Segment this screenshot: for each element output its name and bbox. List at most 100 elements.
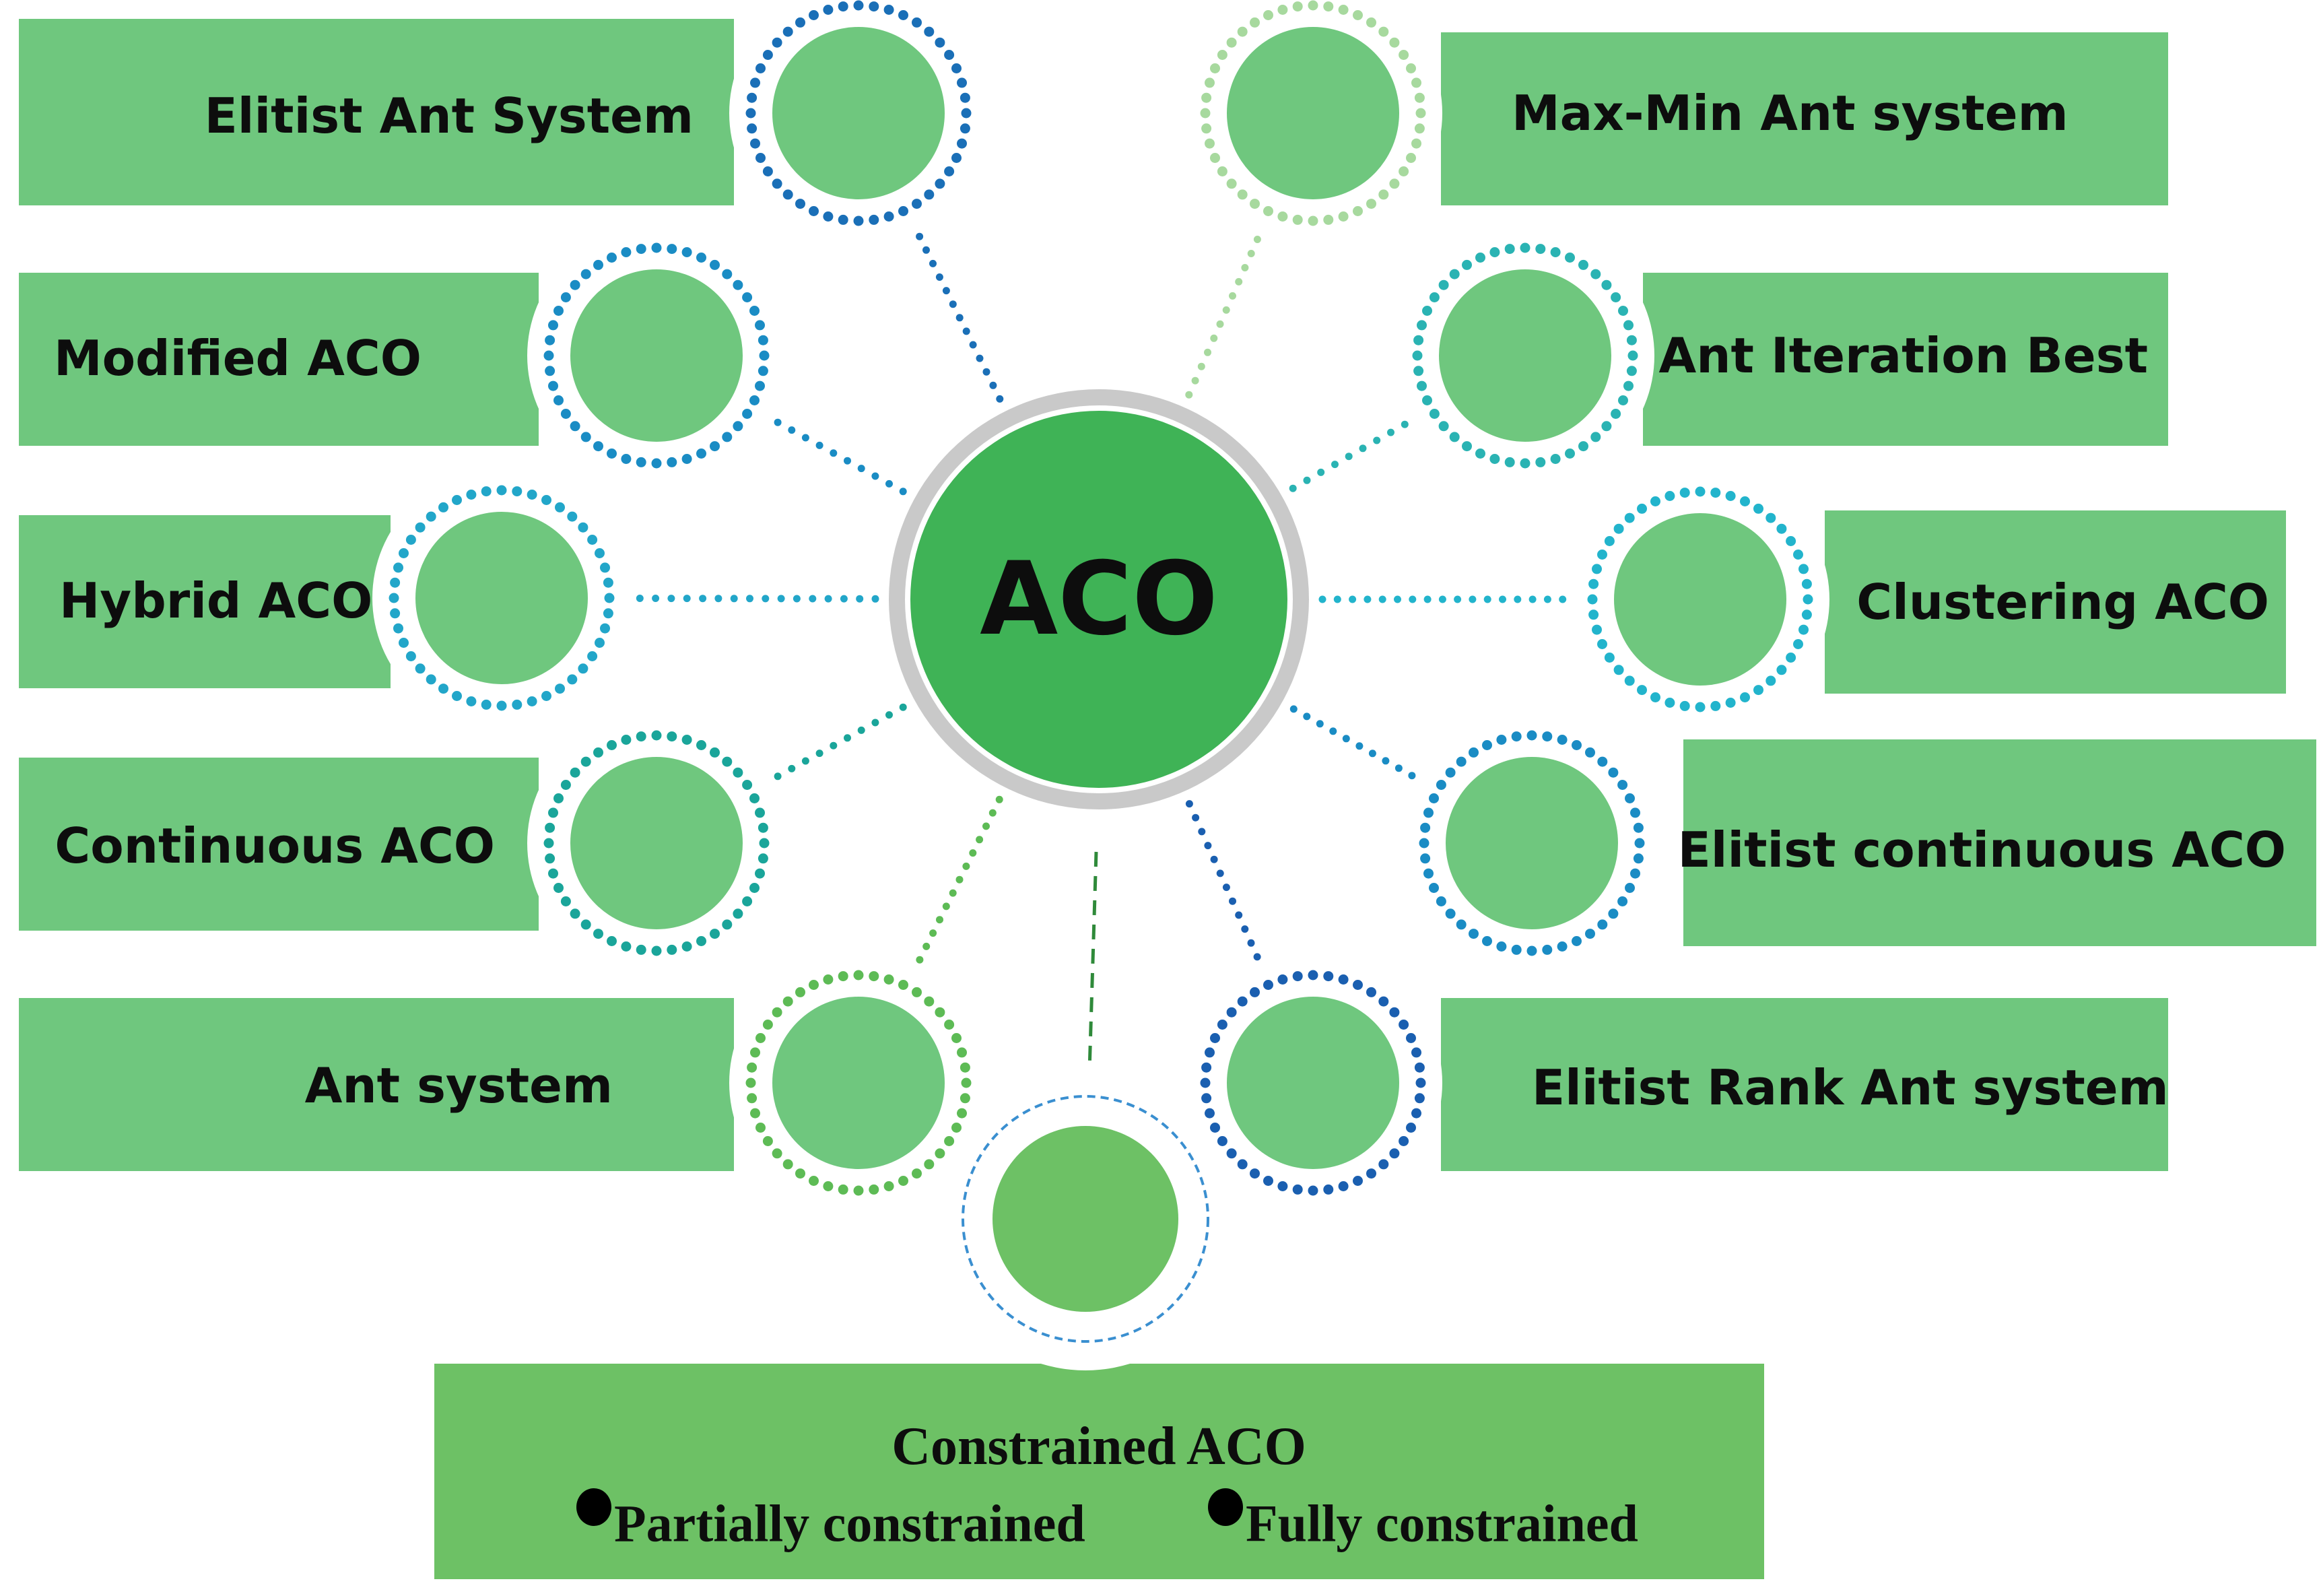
ring-dot	[710, 259, 720, 270]
ring-dot	[1438, 279, 1449, 290]
ring-dot	[944, 1020, 955, 1030]
ring-dot	[1475, 448, 1485, 459]
ring-dot	[667, 731, 677, 742]
connector-dot	[699, 595, 707, 603]
ring-dot	[555, 502, 565, 512]
ring-dot	[595, 638, 605, 648]
ring-dot	[1338, 974, 1349, 985]
ring-dot	[823, 1181, 834, 1191]
ring-dot	[1592, 624, 1602, 635]
connector-dot	[1368, 750, 1376, 758]
ring-dot	[1710, 700, 1721, 711]
ring-dot	[1366, 1168, 1376, 1179]
ring-dot	[935, 1007, 945, 1018]
ring-dot	[755, 1123, 766, 1133]
node-circle-max-min-ant-system	[1227, 27, 1399, 199]
ring-dot	[1323, 1184, 1334, 1195]
ring-dot	[944, 50, 955, 60]
ring-dot	[782, 1159, 793, 1170]
ring-dot	[1445, 908, 1456, 919]
connector-dot	[949, 300, 957, 308]
ring-dot	[696, 448, 706, 459]
ring-dot	[750, 1047, 760, 1058]
connector-dot	[982, 822, 990, 830]
ring-dot	[438, 502, 448, 512]
ring-dot	[1414, 92, 1425, 103]
ring-dot	[1765, 512, 1776, 523]
connector-dot	[1210, 334, 1218, 342]
ring-dot	[1542, 731, 1553, 742]
ring-dot	[1637, 503, 1647, 514]
connector-dot	[1216, 320, 1224, 328]
ring-dot	[621, 247, 632, 257]
ring-dot	[1725, 698, 1736, 708]
ring-dot	[560, 292, 571, 302]
bullet-icon	[1208, 1488, 1243, 1526]
ring-dot	[750, 138, 760, 149]
ring-dot	[1323, 971, 1334, 982]
connector-dot	[885, 711, 893, 719]
ring-dot	[636, 731, 646, 742]
connector-dot	[815, 750, 823, 758]
ring-dot	[747, 123, 758, 134]
ring-dot	[898, 206, 908, 216]
ring-dot	[838, 1, 848, 12]
connector-dot	[899, 703, 907, 711]
ring-dot	[1679, 700, 1690, 711]
ring-dot	[1277, 211, 1288, 222]
ring-dot	[960, 1093, 970, 1104]
ring-dot	[1601, 421, 1612, 432]
connector-dot	[857, 465, 865, 473]
node-circle-continuous-aco	[570, 757, 743, 929]
ring-dot	[1626, 335, 1637, 345]
connector-dot	[1514, 595, 1522, 603]
ring-dot	[1226, 37, 1237, 48]
ring-dot	[696, 740, 706, 750]
ring-dot	[1436, 896, 1446, 906]
ring-dot	[1353, 206, 1363, 216]
ring-dot	[960, 123, 970, 134]
ring-dot	[1624, 675, 1635, 686]
connector-dot	[1387, 428, 1394, 436]
node-ring-clustering-aco	[1587, 486, 1813, 712]
ring-dot	[1411, 77, 1421, 88]
ring-dot	[600, 623, 610, 634]
ring-dot	[1406, 153, 1416, 163]
ring-dot	[742, 409, 753, 419]
ring-dot	[1587, 594, 1598, 605]
connector-dot	[1394, 764, 1403, 772]
connector-dot	[1229, 897, 1236, 905]
center-node: ACO	[889, 389, 1309, 809]
ring-dot	[1226, 1148, 1237, 1159]
ring-dot	[1378, 1159, 1389, 1170]
ring-dot	[838, 971, 848, 982]
ring-dot	[1511, 944, 1522, 955]
connector-dot	[955, 314, 964, 322]
ring-dot	[838, 214, 848, 225]
ring-dot	[595, 548, 605, 558]
ring-dot	[944, 1136, 955, 1146]
ring-dot	[759, 838, 770, 849]
ring-dot	[1411, 138, 1421, 149]
ring-dot	[1201, 1093, 1212, 1104]
ring-dot	[600, 562, 610, 573]
connector-dot	[1316, 720, 1324, 728]
connector-dot	[824, 595, 832, 603]
ring-dot	[853, 970, 864, 980]
connector-dot	[1192, 813, 1200, 822]
connector-dot	[899, 488, 907, 496]
ring-dot	[1624, 512, 1635, 523]
ring-dot	[1578, 259, 1588, 270]
connector-dot	[793, 595, 801, 603]
ring-dot	[1414, 1093, 1425, 1104]
ring-dot	[951, 1123, 962, 1133]
ring-dot	[883, 974, 894, 985]
ring-dot	[1585, 747, 1595, 758]
ring-dot	[389, 593, 399, 603]
ring-dot	[745, 1077, 756, 1088]
ring-dot	[1417, 380, 1427, 391]
ring-dot	[1378, 996, 1389, 1007]
connector-dot	[955, 875, 964, 884]
ring-dot	[944, 166, 955, 176]
connector-dot	[830, 449, 838, 457]
